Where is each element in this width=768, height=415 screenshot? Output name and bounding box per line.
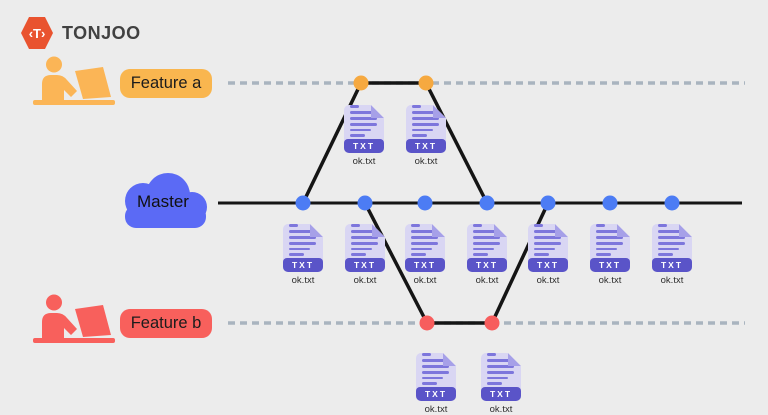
txt-file-icon: TXT [528,224,568,272]
file-name: ok.txt [489,404,513,415]
file-type-badge: TXT [467,258,507,272]
file-name: ok.txt [660,275,684,286]
txt-file-icon: TXT [406,105,446,153]
file-name: ok.txt [291,275,315,286]
file-name: ok.txt [536,275,560,286]
commit-dot-feature-b-2 [484,315,500,331]
txt-file-icon: TXT [467,224,507,272]
page-fold-icon [433,105,446,118]
file-master-1: TXT ok.txt [281,216,325,286]
page-fold-icon [555,224,568,237]
feature-a-label: Feature a [120,69,212,98]
brand-logo: ‹T› TONJOO [20,15,141,51]
file-master-2: TXT ok.txt [343,216,387,286]
page-fold-icon [372,224,385,237]
txt-file-icon: TXT [481,353,521,401]
file-name: ok.txt [414,156,438,167]
file-master-5: TXT ok.txt [526,216,570,286]
txt-file-icon: TXT [416,353,456,401]
file-type-badge: TXT [405,258,445,272]
page-fold-icon [508,353,521,366]
commit-dot-master-1 [295,195,311,211]
file-name: ok.txt [475,275,499,286]
file-name: ok.txt [353,275,377,286]
file-type-badge: TXT [481,387,521,401]
txt-file-icon: TXT [590,224,630,272]
commit-dot-master-6 [602,195,618,211]
developer-a-icon [33,56,115,105]
commit-dot-master-4 [479,195,495,211]
file-type-badge: TXT [344,139,384,153]
feature-b-label-text: Feature b [130,314,202,332]
feature-b-label: Feature b [120,309,212,338]
cloud-icon [125,173,207,228]
logo-monogram: ‹T› [29,26,46,41]
master-label: Master [112,169,214,235]
commit-dot-master-5 [540,195,556,211]
file-type-badge: TXT [652,258,692,272]
file-master-3: TXT ok.txt [403,216,447,286]
file-type-badge: TXT [283,258,323,272]
file-master-6: TXT ok.txt [588,216,632,286]
commit-dot-feature-a-2 [418,75,434,91]
page-fold-icon [443,353,456,366]
page-fold-icon [371,105,384,118]
file-type-badge: TXT [406,139,446,153]
file-name: ok.txt [352,156,376,167]
txt-file-icon: TXT [344,105,384,153]
file-name: ok.txt [413,275,437,286]
page-fold-icon [617,224,630,237]
page-fold-icon [310,224,323,237]
master-label-text: Master [137,192,189,211]
file-feature-b-2: TXT ok.txt [479,345,523,415]
page-fold-icon [494,224,507,237]
file-master-4: TXT ok.txt [465,216,509,286]
commit-dot-master-7 [664,195,680,211]
file-type-badge: TXT [416,387,456,401]
file-feature-b-1: TXT ok.txt [414,345,458,415]
brand-name: TONJOO [62,22,141,43]
file-feature-a-2: TXT ok.txt [404,97,448,167]
developer-b-icon [33,294,115,343]
txt-file-icon: TXT [405,224,445,272]
file-name: ok.txt [598,275,622,286]
commit-dot-master-3 [417,195,433,211]
file-feature-a-1: TXT ok.txt [342,97,386,167]
txt-file-icon: TXT [345,224,385,272]
file-master-7: TXT ok.txt [650,216,694,286]
file-type-badge: TXT [528,258,568,272]
txt-file-icon: TXT [283,224,323,272]
file-type-badge: TXT [590,258,630,272]
commit-dot-feature-a-1 [353,75,369,91]
file-name: ok.txt [424,404,448,415]
commit-dot-master-2 [357,195,373,211]
page-fold-icon [679,224,692,237]
tonjoo-hexagon-icon: ‹T› [21,17,53,49]
commit-dot-feature-b-1 [419,315,435,331]
feature-a-label-text: Feature a [130,74,202,92]
page-fold-icon [432,224,445,237]
txt-file-icon: TXT [652,224,692,272]
file-type-badge: TXT [345,258,385,272]
